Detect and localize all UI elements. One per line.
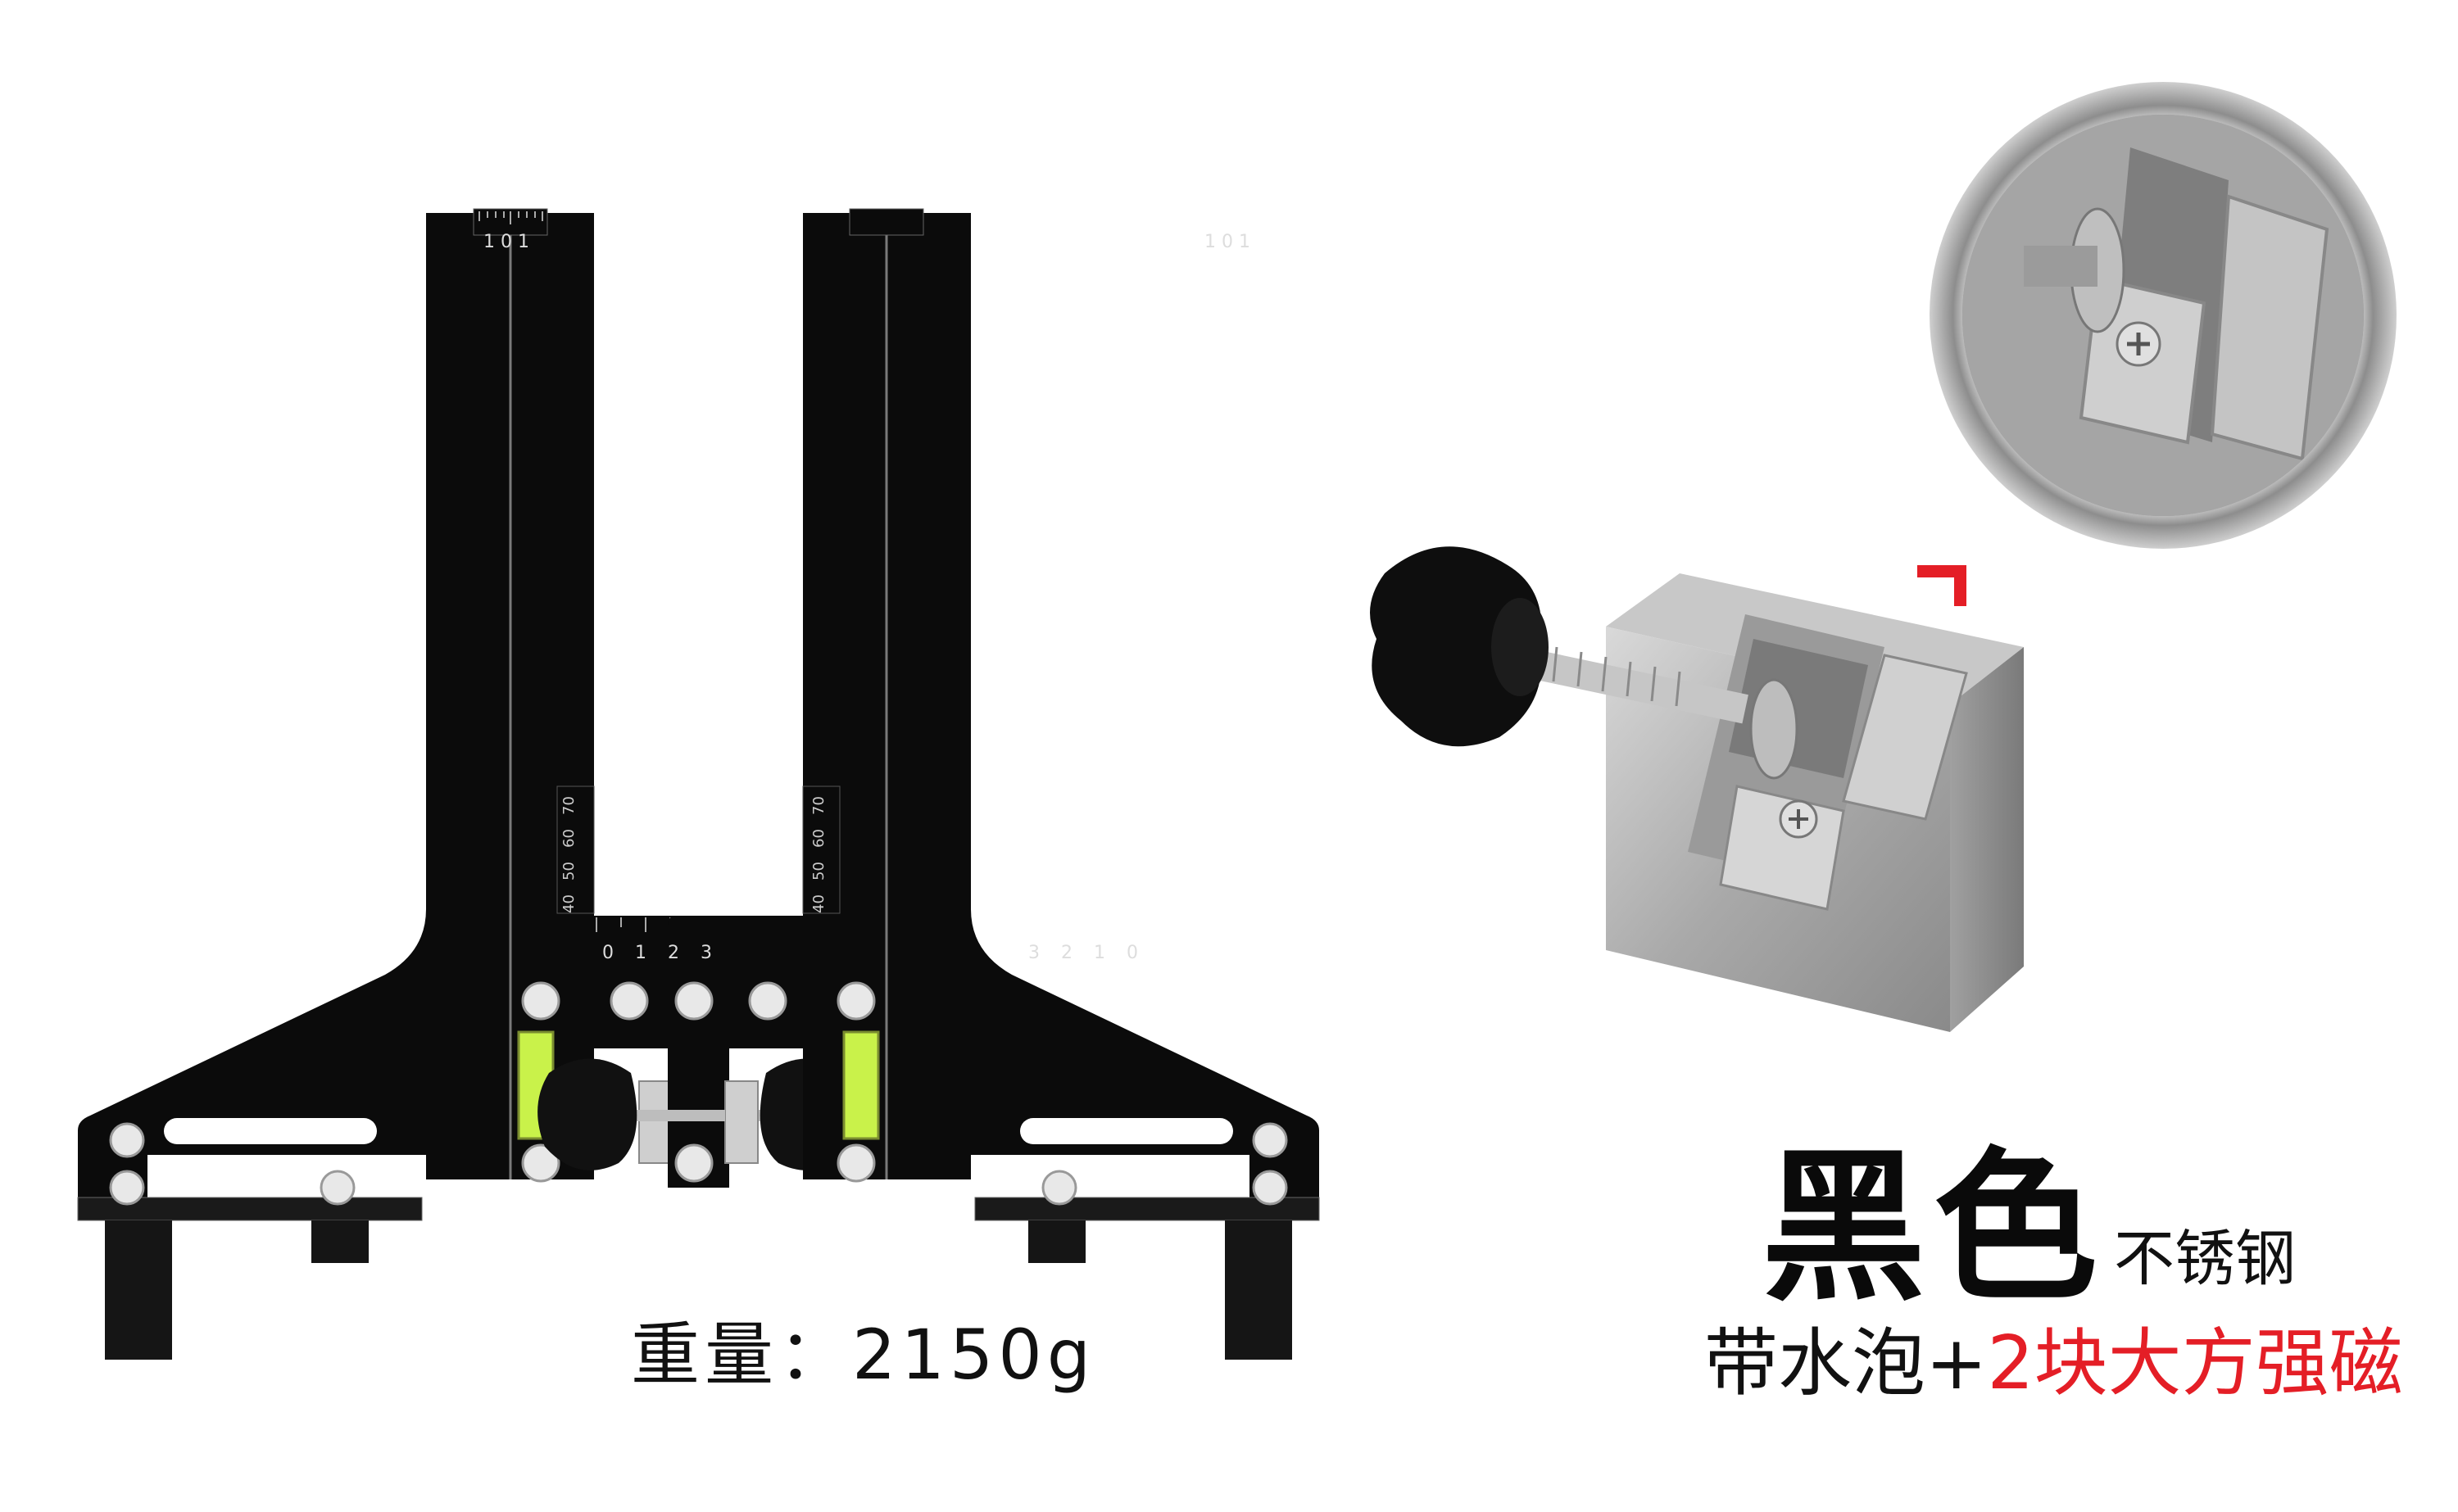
color-title: 黑色: [1762, 1133, 2107, 1324]
left-arm-mark-0: 0: [602, 943, 614, 963]
pointer-arrow-icon: [1917, 565, 1966, 606]
right-arm-mark-1: 1: [1094, 943, 1105, 963]
weight-label: 重量：2150g: [631, 1315, 1096, 1395]
right-jig: [537, 208, 1320, 1360]
left-vertical-40: 40: [560, 894, 578, 913]
zoom-circle-icon: [1930, 82, 2397, 549]
magnet-clamp-icon: [1370, 546, 2024, 1032]
left-vertical-70: 70: [560, 796, 578, 815]
right-vertical-60: 60: [810, 829, 828, 848]
feature-line: 带水泡+2块大方强磁: [1704, 1327, 2403, 1401]
left-vertical-50: 50: [560, 862, 578, 880]
feature-highlight: 2块大方强磁: [1987, 1320, 2403, 1406]
right-vertical-70: 70: [810, 796, 828, 815]
left-jig: [77, 208, 859, 1360]
right-vertical-50: 50: [810, 862, 828, 880]
left-arm-mark-1: 1: [635, 943, 646, 963]
right-arm-mark-2: 2: [1061, 943, 1073, 963]
material-label: 不锈钢: [2114, 1224, 2296, 1294]
left-vertical-60: 60: [560, 829, 578, 848]
right-vertical-40: 40: [810, 894, 828, 913]
right-arm-mark-0: 0: [1127, 943, 1138, 963]
feature-prefix: 带水泡+: [1704, 1320, 1988, 1406]
left-arm-mark-3: 3: [701, 943, 712, 963]
right-top-scale: 1 0 1: [1204, 232, 1250, 252]
left-arm-mark-2: 2: [668, 943, 679, 963]
left-top-scale: 1 0 1: [483, 232, 529, 252]
right-arm-mark-3: 3: [1028, 943, 1040, 963]
